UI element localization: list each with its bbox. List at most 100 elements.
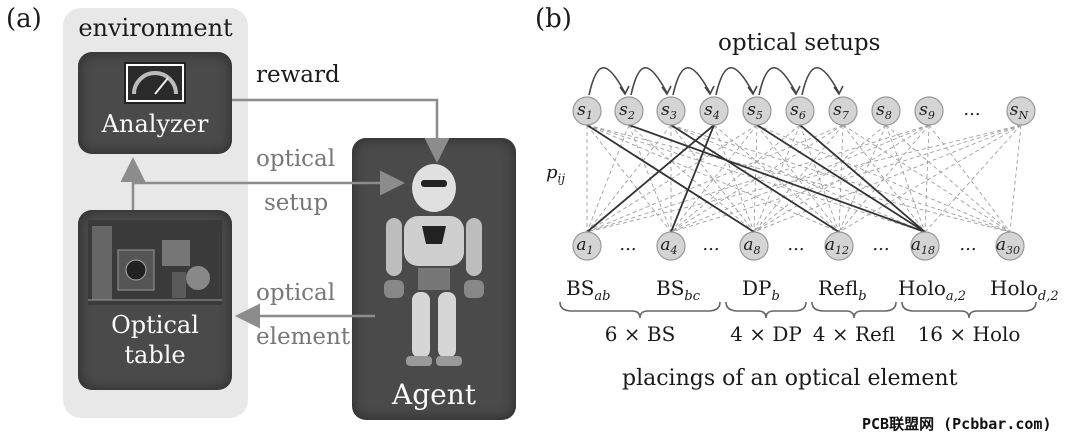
action-label: a18 xyxy=(911,235,935,257)
edge-dashed xyxy=(586,124,672,233)
transition-curve xyxy=(588,66,626,96)
group-label: 4 × Refl xyxy=(812,322,896,346)
state-label: sN xyxy=(1010,100,1029,122)
edge-dashed xyxy=(1009,124,1022,233)
watermark: PCB联盟网 (Pcbbar.com) xyxy=(862,415,1052,433)
edge-dashed xyxy=(753,124,844,233)
transition-curve xyxy=(801,66,840,96)
analyzer-box: Analyzer xyxy=(78,52,232,154)
state-ellipsis: ... xyxy=(963,99,980,120)
group-label: 4 × DP xyxy=(730,322,802,346)
edge-solid xyxy=(586,124,755,233)
action-node xyxy=(910,231,940,261)
edge-dashed xyxy=(756,124,1011,233)
edge-dashed xyxy=(670,124,758,233)
state-label: s7 xyxy=(833,100,850,122)
edge-dashed xyxy=(924,124,1022,233)
state-node xyxy=(871,96,901,126)
action-node xyxy=(824,231,854,261)
edge-dashed xyxy=(753,124,887,233)
state-label: s5 xyxy=(747,100,763,122)
state-label: s9 xyxy=(919,100,935,122)
element-name: Reflb xyxy=(818,276,867,304)
state-node xyxy=(828,96,858,126)
edge-dashed xyxy=(670,124,844,233)
element-name: Holod,2 xyxy=(990,276,1059,304)
action-label: a30 xyxy=(996,235,1020,257)
action-node xyxy=(739,231,769,261)
state-node xyxy=(785,96,815,126)
action-ellipsis: ... xyxy=(872,234,889,255)
analyzer-label: Analyzer xyxy=(101,110,209,138)
action-ellipsis: ... xyxy=(702,234,719,255)
agent-label: Agent xyxy=(392,378,476,411)
edge-dashed xyxy=(928,124,1011,233)
edge-dashed xyxy=(842,124,926,233)
edge-dashed xyxy=(838,124,1022,233)
edge-dashed xyxy=(586,124,672,233)
state-node xyxy=(742,96,772,126)
action-ellipsis: ... xyxy=(619,234,636,255)
action-label: a8 xyxy=(743,235,760,257)
transition-curve-head xyxy=(704,85,715,96)
edge-dashed xyxy=(670,124,755,233)
panel-b-title: optical setups xyxy=(718,30,881,56)
edge-dashed xyxy=(713,124,755,233)
edge-dashed xyxy=(753,124,1022,233)
edge-solid xyxy=(799,124,926,233)
edge-solid xyxy=(670,124,715,233)
group-brace xyxy=(811,301,897,319)
edge-dashed xyxy=(924,124,930,233)
edge-dashed xyxy=(885,124,1011,233)
transition-curve-head xyxy=(661,85,672,96)
optical-setup-label-line1: optical xyxy=(256,146,336,172)
optical-setup-label-line2: setup xyxy=(264,190,329,216)
reward-arrow xyxy=(232,98,450,163)
group-brace xyxy=(725,301,807,319)
edge-dashed xyxy=(586,124,930,233)
panel-b-footer: placings of an optical element xyxy=(622,366,958,391)
state-label: s4 xyxy=(704,100,720,122)
edge-dashed xyxy=(756,124,840,233)
edge-dashed xyxy=(842,124,1011,233)
transition-curve-head xyxy=(747,85,758,96)
edge-dashed xyxy=(670,124,930,233)
gauge-icon xyxy=(124,62,186,104)
edge-dashed xyxy=(586,124,840,233)
edge-probability-base: p xyxy=(546,162,558,183)
edge-dashed xyxy=(670,124,1022,233)
edge-dashed xyxy=(586,124,1022,233)
element-name: BSbc xyxy=(656,276,701,304)
action-ellipsis: ... xyxy=(787,234,804,255)
state-label: s2 xyxy=(619,100,635,122)
element-name: Holoa,2 xyxy=(898,276,967,304)
transition-curve xyxy=(758,66,797,96)
action-node xyxy=(995,231,1025,261)
optical-table-label: Optical table xyxy=(78,310,232,370)
action-label: a4 xyxy=(660,235,677,257)
group-label: 16 × Holo xyxy=(917,322,1021,346)
transition-curve-head xyxy=(790,85,801,96)
panel-a-arrows xyxy=(120,98,450,329)
state-node xyxy=(699,96,729,126)
edge-dashed xyxy=(586,124,630,233)
action-label: a1 xyxy=(576,235,593,257)
transition-curve-head xyxy=(833,85,844,96)
optical-element-label-line1: optical xyxy=(256,280,336,306)
edge-solid xyxy=(756,124,926,233)
state-node xyxy=(1006,96,1036,126)
state-node xyxy=(572,96,602,126)
state-label: s8 xyxy=(876,100,892,122)
panel-b-label: (b) xyxy=(535,4,572,34)
edge-dashed xyxy=(885,124,926,233)
group-brace xyxy=(901,301,1037,319)
optical-table-label-line2: table xyxy=(124,341,186,369)
agent-box: Agent xyxy=(352,138,516,420)
edge-dashed xyxy=(586,124,844,233)
state-label: s3 xyxy=(661,100,677,122)
state-label: s1 xyxy=(577,100,593,122)
edge-solid xyxy=(586,124,715,233)
edge-dashed xyxy=(670,124,926,233)
